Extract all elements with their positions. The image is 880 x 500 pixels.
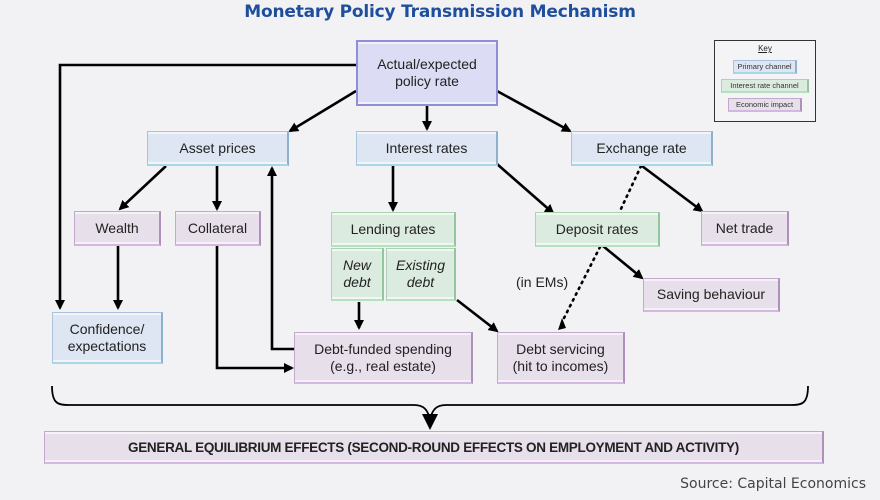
edge-existing-debt-to-debt-servicing: [456, 298, 499, 333]
node-debt-funded-line2: (e.g., real estate): [330, 357, 436, 374]
edge-asset-prices-to-wealth: [118, 165, 167, 211]
node-new-debt-line2: debt: [343, 274, 371, 290]
edge-policy-to-exchange-rate: [496, 89, 572, 133]
edge-deposit-to-saving: [602, 244, 644, 280]
node-debt-funded-line1: Debt-funded spending: [314, 340, 452, 357]
legend-item-impact: Economic impact: [728, 98, 802, 112]
node-interest-rates-label: Interest rates: [385, 139, 468, 156]
node-confidence: Confidence/ expectations: [52, 312, 163, 364]
node-debt-servicing: Debt servicing (hit to incomes): [497, 332, 625, 384]
legend-item-primary-label: Primary channel: [737, 62, 792, 71]
legend-item-interest-label: Interest rate channel: [730, 81, 799, 90]
node-lending-rates-label: Lending rates: [350, 220, 436, 237]
edge-debt-funded-to-asset-prices: [267, 166, 294, 351]
edge-collateral-to-debt-funded: [215, 246, 294, 373]
node-interest-rates: Interest rates: [356, 131, 498, 166]
node-asset-prices-label: Asset prices: [179, 139, 256, 156]
node-confidence-line1: Confidence/: [69, 320, 145, 337]
legend-title: Key: [758, 44, 772, 53]
node-collateral: Collateral: [175, 211, 261, 246]
legend-item-primary: Primary channel: [733, 60, 797, 74]
node-exchange-rate: Exchange rate: [571, 131, 713, 166]
node-debt-funded-spending: Debt-funded spending (e.g., real estate): [294, 332, 473, 384]
node-new-debt: New debt: [331, 248, 384, 301]
node-deposit-rates-label: Deposit rates: [555, 220, 639, 237]
node-debt-servicing-line2: (hit to incomes): [512, 357, 609, 374]
node-policy-rate-line2: policy rate: [395, 73, 459, 89]
legend-key: Key Primary channel Interest rate channe…: [714, 40, 816, 122]
edge-interest-to-deposit: [496, 163, 555, 215]
node-general-equilibrium: GENERAL EQUILIBRIUM EFFECTS (SECOND-ROUN…: [44, 431, 824, 464]
node-net-trade-label: Net trade: [715, 219, 774, 236]
node-debt-servicing-line1: Debt servicing: [516, 340, 605, 357]
edge-exchange-to-deposit-dotted: [618, 164, 643, 213]
node-deposit-rates: Deposit rates: [535, 212, 660, 247]
node-wealth: Wealth: [74, 211, 161, 246]
node-lending-rates: Lending rates: [331, 212, 456, 247]
node-net-trade: Net trade: [701, 211, 789, 246]
edge-label-in-ems: (in EMs): [516, 274, 569, 290]
node-existing-debt: Existing debt: [386, 248, 456, 301]
diagram-title: Monetary Policy Transmission Mechanism: [244, 2, 636, 22]
edge-policy-to-confidence: [55, 63, 356, 310]
node-confidence-line2: expectations: [67, 337, 147, 354]
node-existing-debt-line2: debt: [406, 274, 435, 290]
node-collateral-label: Collateral: [187, 219, 248, 236]
node-existing-debt-line1: Existing: [395, 257, 446, 273]
node-saving-behaviour-label: Saving behaviour: [656, 286, 766, 302]
legend-item-interest: Interest rate channel: [721, 79, 809, 93]
node-policy-rate-line1: Actual/expected: [377, 56, 477, 72]
edge-exchange-to-net-trade: [641, 164, 704, 213]
edge-policy-to-asset-prices: [288, 89, 357, 133]
node-saving-behaviour: Saving behaviour: [643, 278, 780, 312]
source-note: Source: Capital Economics: [680, 476, 866, 492]
node-policy-rate: Actual/expected policy rate: [356, 40, 498, 106]
node-general-equilibrium-label: GENERAL EQUILIBRIUM EFFECTS (SECOND-ROUN…: [128, 439, 739, 455]
node-asset-prices: Asset prices: [147, 131, 289, 166]
node-wealth-label: Wealth: [95, 219, 139, 236]
edge-deposit-to-debt-servicing-dotted: [560, 245, 602, 324]
node-new-debt-line1: New: [342, 257, 371, 273]
node-exchange-rate-label: Exchange rate: [596, 139, 687, 156]
legend-item-impact-label: Economic impact: [735, 100, 794, 109]
